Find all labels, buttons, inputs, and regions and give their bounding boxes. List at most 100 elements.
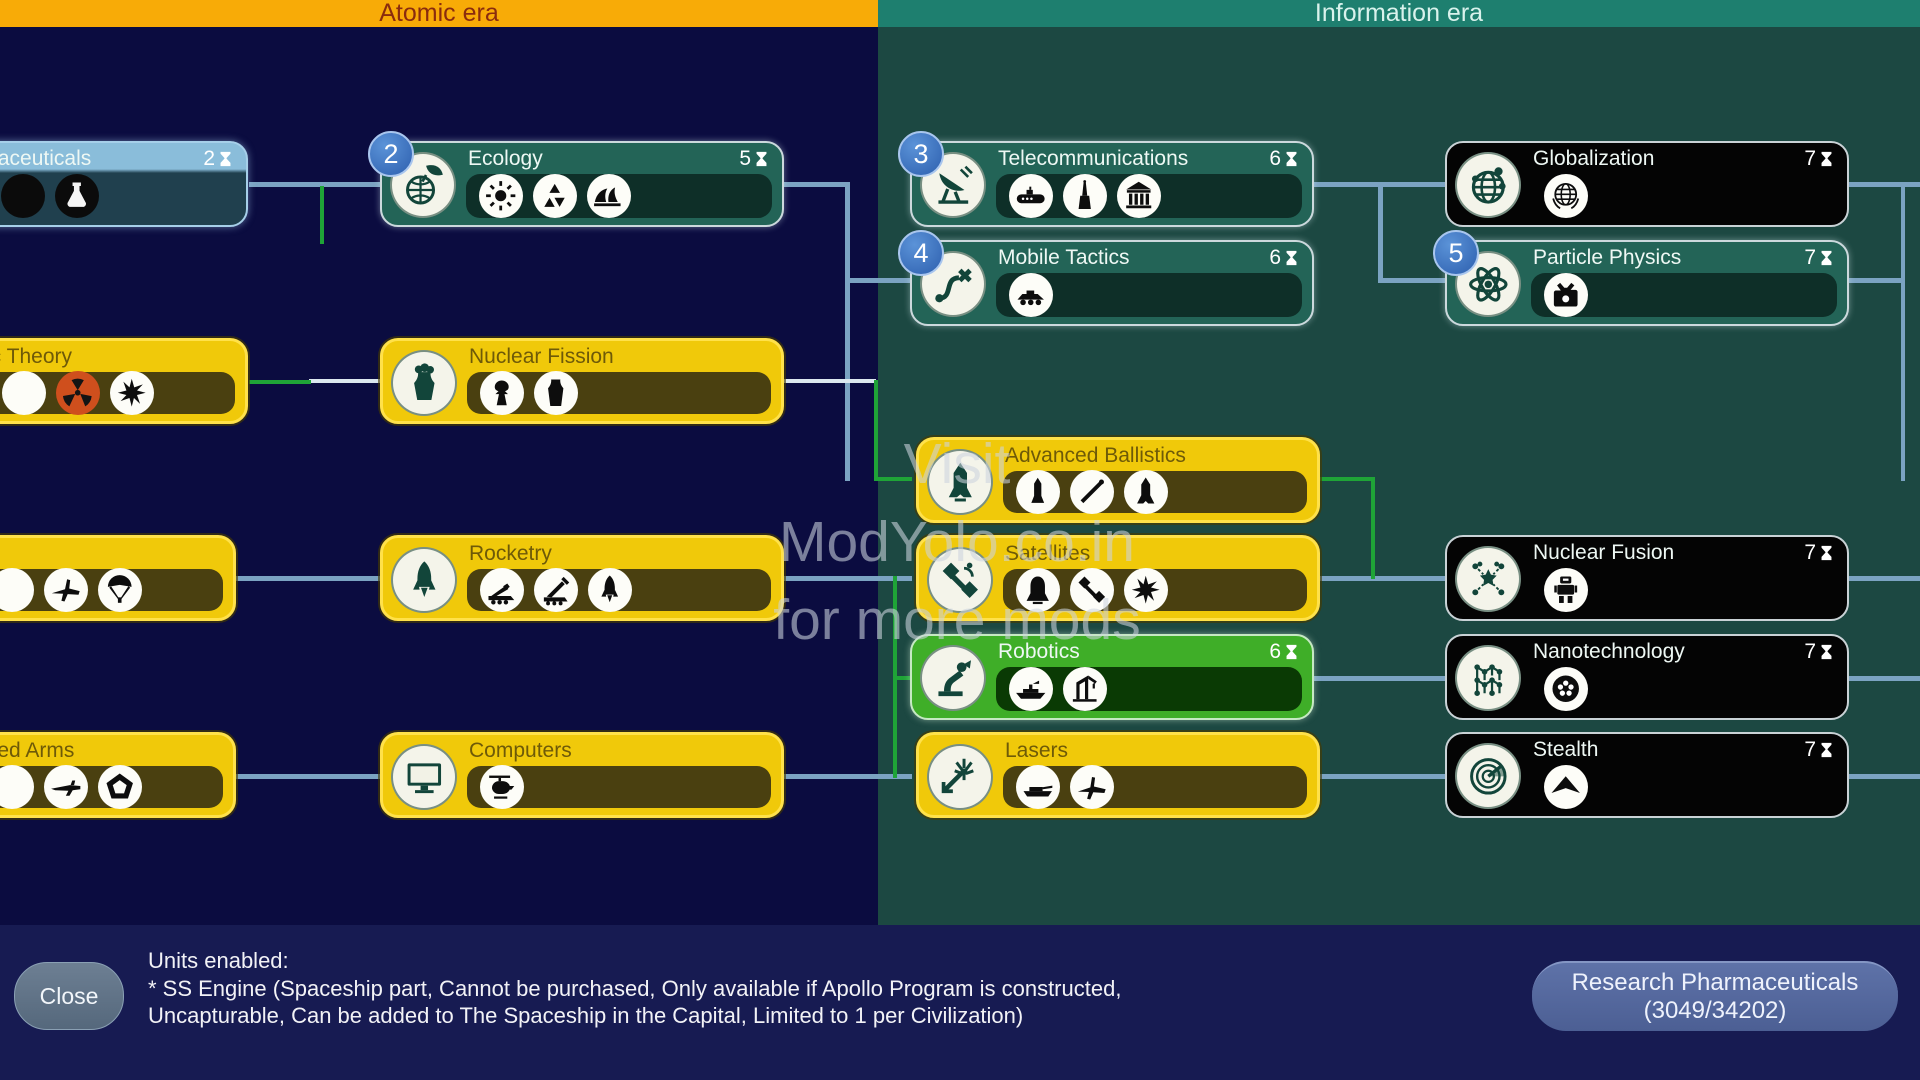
unlock-strip [1003, 470, 1307, 514]
guided-missile-icon [1016, 470, 1060, 514]
tech-title: Atomic Theory [0, 345, 72, 368]
unlock-strip [1531, 273, 1837, 317]
tech-rocketry[interactable]: Rocketry [380, 535, 784, 621]
rocketry-icon [391, 547, 457, 613]
queue-badge: 3 [898, 131, 944, 177]
unlock-strip [1003, 568, 1307, 612]
connector-line [249, 182, 380, 187]
unlock-strip [996, 667, 1302, 711]
tech-satellites[interactable]: Satellites [916, 535, 1320, 621]
tech-radar[interactable]: Radar [0, 535, 236, 621]
turns-indicator: 7 [1804, 147, 1835, 171]
wonder-building-icon [1117, 174, 1161, 218]
spaceship-factory-icon [1063, 667, 1107, 711]
close-button-label: Close [39, 982, 99, 1009]
atomic-bomb-icon [480, 371, 524, 415]
information-era-label: Information era [1314, 0, 1484, 27]
united-nations-icon [1544, 174, 1588, 218]
turns-indicator: 7 [1804, 541, 1835, 565]
tech-pharmaceuticals[interactable]: Pharmaceuticals2 [0, 141, 248, 227]
tech-combined-arms[interactable]: Combined Arms [0, 732, 236, 818]
pharma-flask-icon [55, 174, 99, 218]
connector-line [1849, 278, 1905, 283]
stealth-bomber-icon [1544, 765, 1588, 809]
unlock-strip [1531, 568, 1837, 612]
satellite-unit-icon [1070, 568, 1114, 612]
queue-badge: 2 [368, 131, 414, 177]
nuclear-submarine-icon [1009, 174, 1053, 218]
connector-line [320, 186, 324, 244]
manhattan-star-icon [110, 371, 154, 415]
research-button-line2: (3049/34202) [1643, 997, 1787, 1024]
helicopter-gunship-icon [480, 765, 524, 809]
ss-booster-icon [1070, 470, 1114, 514]
close-button[interactable]: Close [14, 962, 124, 1030]
tech-title: Lasers [1005, 739, 1069, 762]
connector-line [249, 380, 311, 384]
tech-lasers[interactable]: Lasers [916, 732, 1320, 818]
machine-gun-icon [44, 765, 88, 809]
rocket-artillery-icon [480, 568, 524, 612]
recycling-center-icon [533, 174, 577, 218]
tech-nanotechnology[interactable]: Nanotechnology 7 [1445, 634, 1849, 720]
tech-robotics[interactable]: Robotics 6 [910, 634, 1314, 720]
connector-line [1378, 278, 1445, 283]
robotics-icon [920, 645, 986, 711]
connector-line [893, 676, 912, 680]
unlock-strip [467, 568, 771, 612]
turns-indicator: 7 [1804, 738, 1835, 762]
connector-line [784, 182, 847, 187]
connector-line [1378, 182, 1383, 283]
tech-nuclear-fission[interactable]: Nuclear Fission [380, 338, 784, 424]
connector-line [236, 774, 382, 779]
connector-line [784, 576, 912, 581]
jet-fighter-icon [1070, 765, 1114, 809]
tech-title: Pharmaceuticals [0, 147, 92, 170]
connector-line [1849, 774, 1920, 779]
connector-line [874, 380, 878, 480]
connector-line [1371, 477, 1375, 579]
tech-title: Robotics [998, 640, 1080, 663]
bottom-bar: Close Units enabled: * SS Engine (Spaces… [0, 925, 1920, 1080]
connector-line [1849, 676, 1920, 681]
units-enabled-title: Units enabled: [148, 948, 289, 973]
connector-line [845, 278, 912, 283]
units-enabled-line2: Uncapturable, Can be added to The Spaces… [148, 1003, 1024, 1028]
unlock-strip [996, 273, 1302, 317]
research-button[interactable]: Research Pharmaceuticals (3049/34202) [1532, 961, 1898, 1031]
tech-title: Combined Arms [0, 739, 75, 762]
unlock-strip [0, 568, 223, 612]
tech-title: Particle Physics [1533, 246, 1682, 269]
unlock-strip [1531, 667, 1837, 711]
stealth-icon [1455, 743, 1521, 809]
pentagon-icon [98, 765, 142, 809]
turns-indicator: 6 [1269, 640, 1300, 664]
ss-stasis-chamber-icon [1544, 667, 1588, 711]
tech-title: Nanotechnology [1533, 640, 1685, 663]
giant-death-robot-icon [1544, 568, 1588, 612]
tech-advanced-ballistics[interactable]: Advanced Ballistics [916, 437, 1320, 523]
turns-indicator: 7 [1804, 640, 1835, 664]
unlock-strip [466, 174, 772, 218]
modern-armor-icon [1016, 765, 1060, 809]
cn-tower-icon [1063, 174, 1107, 218]
tech-computers[interactable]: Computers [380, 732, 784, 818]
connector-line [784, 379, 876, 383]
connector-line [1901, 182, 1905, 481]
tech-title: Mobile Tactics [998, 246, 1130, 269]
tech-atomic-theory[interactable]: Atomic Theory [0, 338, 248, 424]
tech-title: Satellites [1005, 542, 1091, 565]
engine-icon [1544, 273, 1588, 317]
connector-line [1849, 182, 1920, 187]
turns-indicator: 6 [1269, 246, 1300, 270]
connector-line [1314, 774, 1445, 779]
turns-indicator: 6 [1269, 147, 1300, 171]
generic-icon [2, 371, 46, 415]
